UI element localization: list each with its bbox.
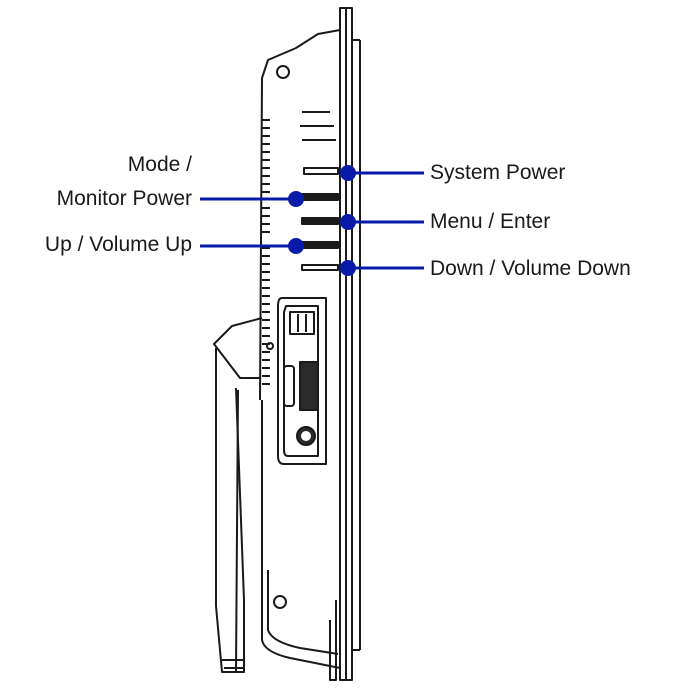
callout-dot-up [288, 238, 304, 254]
callouts [200, 165, 424, 276]
menu-button [301, 217, 339, 225]
label-system-power: System Power [430, 161, 566, 184]
mounting-hole-top [276, 65, 290, 79]
label-up-volume: Up / Volume Up [44, 233, 192, 256]
callout-dot-menu [340, 214, 356, 230]
rear-housing [259, 29, 341, 669]
top-slits [300, 111, 336, 141]
callout-dot-down [340, 260, 356, 276]
vent-slots [262, 119, 270, 385]
down-button [301, 264, 339, 271]
mounting-hole-bottom [273, 595, 287, 609]
callout-dot-mode [288, 191, 304, 207]
hdmi-port [283, 365, 295, 407]
mode-button [301, 193, 339, 201]
front-bezel [329, 7, 361, 681]
system-power-button [303, 167, 339, 175]
callout-dot-system-power [340, 165, 356, 181]
control-buttons [301, 167, 339, 271]
label-mode-line1: Mode / [127, 153, 192, 176]
label-mode-line2: Monitor Power [56, 187, 192, 210]
up-button [301, 241, 339, 249]
display-port [299, 361, 319, 411]
connector-panel [266, 297, 327, 465]
usb-port [289, 311, 315, 335]
label-down-volume: Down / Volume Down [430, 257, 631, 280]
label-menu-enter: Menu / Enter [430, 210, 551, 233]
stand [213, 317, 263, 673]
